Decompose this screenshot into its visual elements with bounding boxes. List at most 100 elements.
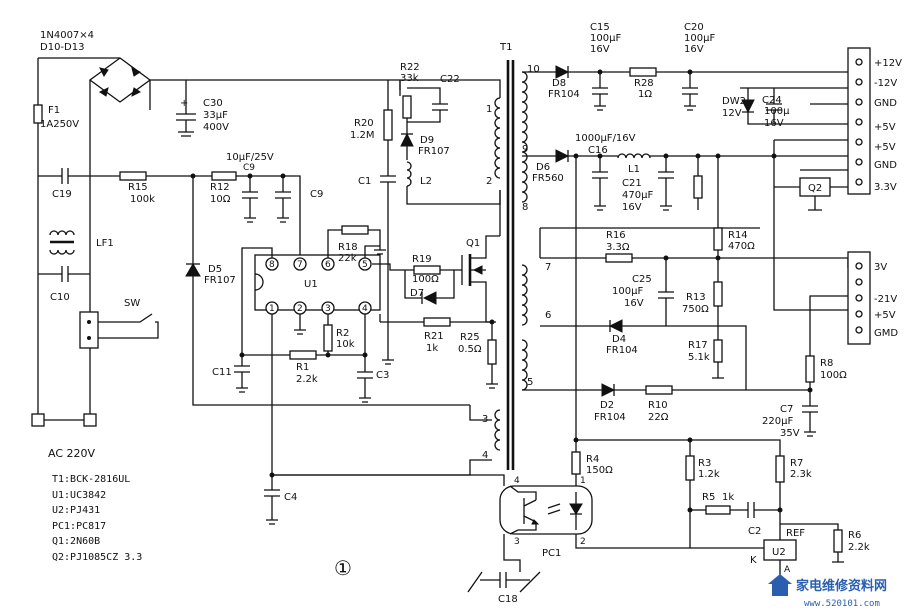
fuse-f1-value: 1A250V	[40, 119, 79, 130]
cap-c21-rating: 16V	[622, 202, 642, 213]
resistor-r14-value: 470Ω	[728, 241, 755, 252]
svg-text:8: 8	[269, 260, 275, 270]
diode-d5-label: D5	[208, 264, 222, 275]
resistor-r14-label: R14	[728, 230, 748, 241]
cap-c15-rating: 16V	[590, 44, 610, 55]
resistor-r2	[323, 324, 333, 352]
resistor-r18	[341, 225, 369, 235]
resistor-r28-value: 1Ω	[638, 89, 652, 100]
resistor-r19	[413, 265, 441, 275]
resistor-r15	[119, 171, 147, 181]
figure-number: ①	[334, 556, 352, 580]
output-3v3: 3.3V	[874, 182, 897, 193]
resistor-r1-value: 2.2k	[296, 374, 318, 385]
cap-c4-label: C4	[284, 492, 297, 503]
resistor-r18-value: 22k	[338, 253, 357, 264]
resistor-r7	[775, 455, 785, 483]
cap-c30-rating: 400V	[203, 122, 229, 133]
inductor-lf1	[49, 230, 75, 255]
resistor-r1-label: R1	[296, 362, 309, 373]
resistor-r15-value: 100k	[130, 194, 155, 205]
resistor-r4-value: 150Ω	[586, 465, 613, 476]
u2-k-label: K	[750, 555, 757, 566]
diode-d4-label: D4	[612, 334, 626, 345]
inductor-l2	[406, 161, 412, 187]
resistor-r3-value: 1.2k	[698, 469, 720, 480]
zener-dw2-label: DW2	[722, 96, 746, 107]
resistor-r2-value: 10k	[336, 339, 355, 350]
cap-c20-value: 100μF	[684, 33, 715, 44]
resistor-r20	[383, 109, 393, 141]
resistor-r2-label: R2	[336, 328, 349, 339]
svg-text:2: 2	[297, 304, 303, 314]
svg-text:3: 3	[325, 304, 331, 314]
resistor-r16	[605, 253, 633, 263]
svg-text:3: 3	[514, 537, 520, 547]
resistor-r10	[645, 385, 673, 395]
resistor-r21	[423, 317, 451, 327]
transformer-secondary-3	[521, 339, 528, 391]
cap-c1-label: C1	[358, 176, 371, 187]
resistor-r19-value: 100Ω	[412, 274, 439, 285]
diode-d6-value: FR560	[532, 173, 564, 184]
cap-c10-label: C10	[50, 292, 70, 303]
cap-c22-label: C22	[440, 74, 460, 85]
resistor-r4-label: R4	[586, 454, 599, 465]
svg-text:6: 6	[325, 260, 331, 270]
legend-q2: Q2:PJ1085CZ 3.3	[52, 551, 143, 563]
output-minus12v: -12V	[874, 78, 897, 89]
legend-pc1: PC1:PC817	[52, 520, 107, 532]
mains-input-section: F1 1A250V C19 LF1 C10 SW AC 220V	[31, 57, 159, 460]
watermark-url: www.520101.com	[804, 599, 880, 609]
transformer-aux	[494, 409, 501, 451]
resistor-r5	[705, 505, 731, 515]
diode-d8-value: FR104	[548, 89, 580, 100]
resistor-r20-label: R20	[354, 118, 374, 129]
cap-c30-plus: +	[180, 98, 188, 109]
transformer-t1: T1 1 2 3 4 10 9 8 7 6 5	[482, 42, 551, 470]
cap-c19-label: C19	[52, 189, 72, 200]
resistor-r22-label: R22	[400, 62, 420, 73]
svg-text:9: 9	[522, 144, 528, 155]
cap-c7-label: C7	[780, 404, 793, 415]
cap-c25-value: 100μF	[612, 286, 643, 297]
resistor-r25-value: 0.5Ω	[458, 344, 482, 355]
resistor-r5-value: 1k	[722, 492, 734, 503]
fuse-f1-label: F1	[48, 105, 60, 116]
output-gnd-1: GND	[874, 98, 897, 109]
resistor-r22-value: 33k	[400, 73, 419, 84]
resistor-r17-value: 5.1k	[688, 352, 710, 363]
resistor-r13-value: 750Ω	[682, 304, 709, 315]
resistor-r6-value: 2.2k	[848, 542, 870, 553]
legend-q1: Q1:2N60B	[52, 536, 101, 547]
resistor-r3	[685, 455, 695, 481]
cap-c25-rating: 16V	[624, 298, 644, 309]
output-plus5v-3: +5V	[874, 310, 896, 321]
ic-u2-label: U2	[772, 547, 786, 558]
resistor-r18-label: R18	[338, 242, 358, 253]
resistor-r8-value: 100Ω	[820, 370, 847, 381]
cap-c30-value: 33μF	[203, 110, 228, 121]
resistor-r8	[805, 355, 815, 383]
cap-c18-label: C18	[498, 594, 518, 605]
output-plus5v-2: +5V	[874, 142, 896, 153]
cap-c20-rating: 16V	[684, 44, 704, 55]
bridge-label-1: 1N4007×4	[40, 30, 94, 41]
resistor-r21-label: R21	[424, 331, 444, 342]
svg-text:2: 2	[580, 537, 586, 547]
resistor-r25-label: R25	[460, 332, 480, 343]
diode-d7-label: D7	[410, 288, 424, 299]
inductor-l1-label: L1	[628, 164, 640, 175]
resistor-r8-label: R8	[820, 358, 833, 369]
resistor-r17-label: R17	[688, 340, 708, 351]
svg-text:10: 10	[527, 64, 540, 75]
cap-c7-rating: 35V	[780, 428, 800, 439]
resistor-r15-label: R15	[128, 182, 148, 193]
cap-c20-label: C20	[684, 22, 704, 33]
inductor-lf1-label: LF1	[96, 238, 114, 249]
svg-text:1: 1	[269, 304, 275, 314]
bridge-label-2: D10-D13	[40, 42, 84, 53]
optocoupler-pc1: 4 1 3 2 PC1	[499, 476, 593, 559]
inductor-l1	[617, 153, 651, 159]
resistor-r28	[629, 67, 657, 77]
